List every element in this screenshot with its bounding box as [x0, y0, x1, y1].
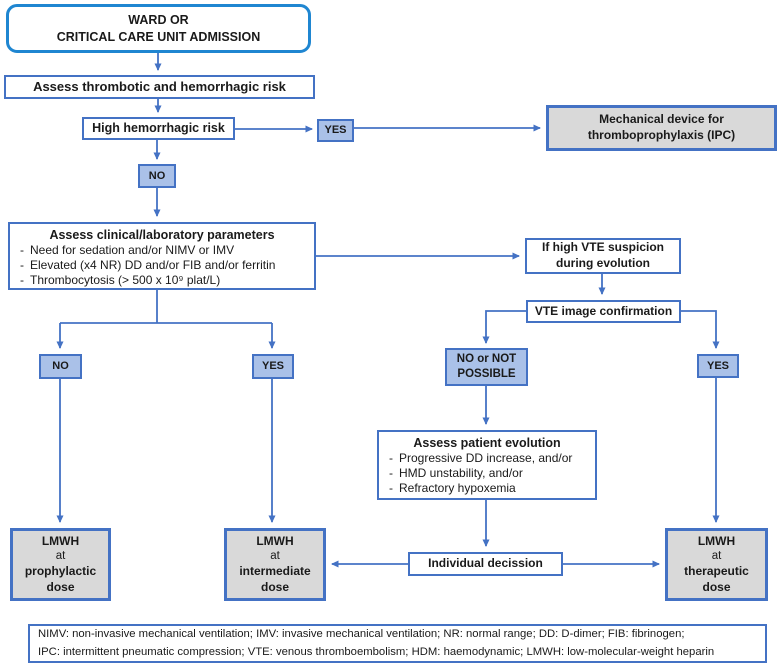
node-vte-confirmation: VTE image confirmation	[526, 300, 681, 323]
node-lmwh-therapeutic: LMWH at therapeutic dose	[665, 528, 768, 601]
assess-evolution-item: - HMD unstability, and/or	[383, 466, 591, 481]
assess-params-item-text: Need for sedation and/or NIMV or IMV	[30, 243, 235, 258]
assess-evolution-item-text: Progressive DD increase, and/or	[399, 451, 573, 466]
node-vte-suspicion: If high VTE suspicion during evolution	[525, 238, 681, 274]
lmwh-line3: intermediate	[239, 564, 311, 579]
node-mechanical-device: Mechanical device for thromboprophylaxis…	[546, 105, 777, 151]
node-admission-line1: WARD OR	[128, 13, 189, 28]
node-yes-right-label: YES	[706, 359, 729, 372]
node-individual-decision: Individual decission	[408, 552, 563, 576]
legend-line2: IPC: intermittent pneumatic compression;…	[38, 645, 715, 658]
assess-evolution-item: - Progressive DD increase, and/or	[383, 451, 591, 466]
lmwh-line2: at	[55, 550, 66, 563]
node-vte-suspicion-line1: If high VTE suspicion	[541, 240, 664, 255]
node-yes-mid-label: YES	[261, 360, 284, 373]
lmwh-line3: therapeutic	[684, 564, 749, 579]
lmwh-line2: at	[711, 550, 722, 563]
bullet-dash: -	[389, 451, 393, 466]
node-vte-confirmation-label: VTE image confirmation	[534, 303, 673, 318]
assess-params-item: - Elevated (x4 NR) DD and/or FIB and/or …	[14, 258, 310, 273]
lmwh-line3: prophylactic	[24, 564, 97, 579]
lmwh-line4: dose	[260, 579, 289, 594]
lmwh-line2: at	[270, 550, 280, 563]
assess-evolution-item-text: HMD unstability, and/or	[399, 465, 523, 480]
node-yes-mid: YES	[252, 354, 294, 379]
assess-evolution-item-text: Refractory hypoxemia	[399, 480, 516, 495]
bullet-dash: -	[20, 243, 24, 258]
lmwh-line4: dose	[702, 579, 731, 594]
lmwh-line1: LMWH	[256, 533, 294, 548]
node-admission: WARD OR CRITICAL CARE UNIT ADMISSION	[6, 4, 311, 53]
assess-evolution-item: - Refractory hypoxemia	[383, 481, 591, 496]
bullet-dash: -	[20, 272, 24, 287]
assess-params-item-text: Elevated (x4 NR) DD and/or FIB and/or fe…	[30, 257, 276, 272]
bullet-dash: -	[389, 465, 393, 480]
node-assess-evolution-title: Assess patient evolution	[413, 436, 561, 450]
node-assess-risk-label: Assess thrombotic and hemorrhagic risk	[33, 78, 286, 94]
node-individual-decision-label: Individual decission	[428, 556, 543, 571]
node-yes-top-label: YES	[324, 124, 347, 137]
node-no-top-label: NO	[148, 169, 166, 182]
lmwh-line1: LMWH	[41, 533, 80, 548]
node-lmwh-prophylactic: LMWH at prophylactic dose	[10, 528, 111, 601]
node-mechanical-line2: thromboprophylaxis (IPC)	[587, 128, 736, 142]
legend-line1: NIMV: non-invasive mechanical ventilatio…	[38, 628, 685, 640]
node-no-left: NO	[39, 354, 82, 379]
lmwh-line4: dose	[46, 579, 75, 594]
node-no-left-label: NO	[52, 360, 69, 373]
legend-box: NIMV: non-invasive mechanical ventilatio…	[28, 624, 767, 663]
bullet-dash: -	[20, 257, 24, 272]
node-assess-params-title: Assess clinical/laboratory parameters	[49, 228, 275, 242]
node-assess-params: Assess clinical/laboratory parameters - …	[8, 222, 316, 290]
node-mechanical-line1: Mechanical device for	[599, 112, 724, 127]
node-vte-suspicion-line2: during evolution	[556, 256, 650, 270]
bullet-dash: -	[389, 480, 393, 495]
assess-params-item: - Thrombocytosis (> 500 x 10⁹ plat/L)	[14, 273, 310, 288]
assess-params-item-text: Thrombocytosis (> 500 x 10⁹ plat/L)	[30, 272, 221, 287]
node-lmwh-intermediate: LMWH at intermediate dose	[224, 528, 326, 601]
node-assess-risk: Assess thrombotic and hemorrhagic risk	[4, 75, 315, 99]
node-no-not-possible: NO or NOT POSSIBLE	[445, 348, 528, 386]
lmwh-line1: LMWH	[697, 533, 736, 548]
node-admission-line2: CRITICAL CARE UNIT ADMISSION	[56, 29, 261, 44]
node-no-not-possible-line1: NO or NOT	[456, 353, 517, 366]
assess-params-item: - Need for sedation and/or NIMV or IMV	[14, 243, 310, 258]
node-no-not-possible-line2: POSSIBLE	[457, 368, 516, 380]
node-no-top: NO	[138, 164, 176, 188]
node-high-hemorrhagic-label: High hemorrhagic risk	[92, 121, 225, 136]
node-yes-right: YES	[697, 354, 739, 378]
node-yes-top: YES	[317, 119, 354, 142]
node-high-hemorrhagic: High hemorrhagic risk	[82, 117, 235, 140]
node-assess-evolution: Assess patient evolution - Progressive D…	[377, 430, 597, 500]
